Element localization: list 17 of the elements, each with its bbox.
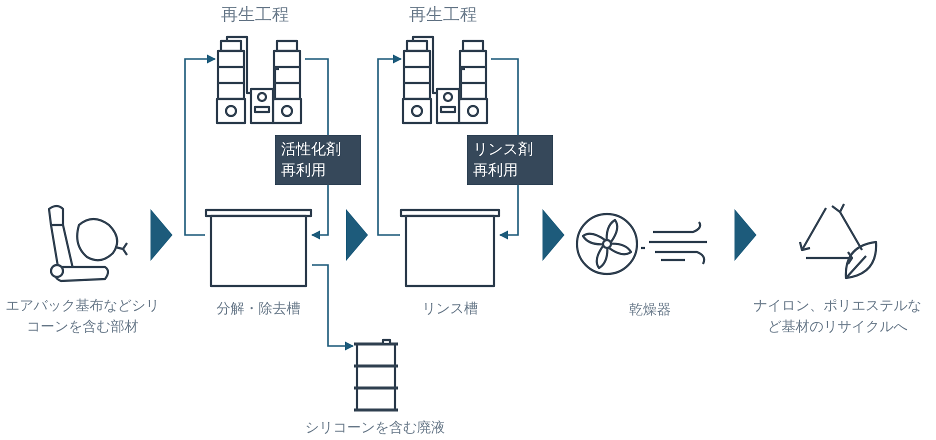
node-label: ナイロン、ポリエステルなど基材のリサイクルへ (752, 297, 922, 337)
node-label: 分解・除去槽 (216, 300, 302, 319)
heading: 再生工程 (408, 5, 478, 26)
node-label: エアバック基布などシリコーンを含む部材 (5, 297, 160, 337)
arrow (312, 264, 354, 350)
arrow (184, 54, 216, 236)
node-label: シリコーンを含む廃液 (304, 419, 446, 438)
chevron-arrow (346, 209, 368, 261)
arrow (377, 54, 402, 236)
edge-label: リンス剤再利用 (467, 135, 553, 185)
edge-label: 活性化剤再利用 (275, 135, 361, 185)
heading: 再生工程 (220, 5, 290, 26)
chevron-arrow (150, 209, 172, 261)
node-label: リンス槽 (421, 300, 479, 319)
chevron-arrow (542, 209, 564, 261)
node-label: 乾燥器 (628, 301, 672, 320)
chevron-arrow (734, 209, 756, 261)
